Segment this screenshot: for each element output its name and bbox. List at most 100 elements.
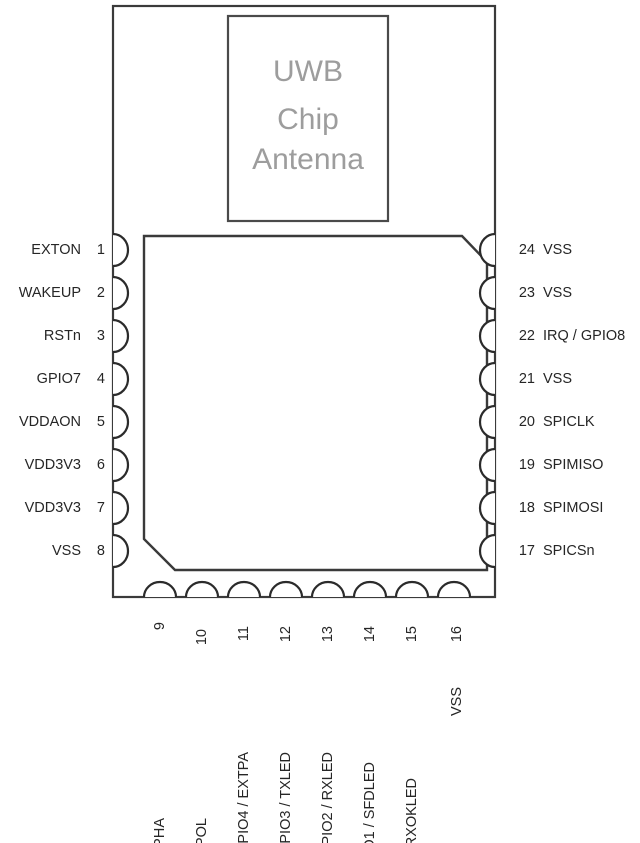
pin-bottom-14[interactable]: 14 GPIO1 / SFDLED (352, 580, 388, 843)
pin-label-16: VSS (449, 687, 465, 716)
pin-right-19[interactable]: 19 SPIMISO (478, 447, 603, 483)
pin-number-12: 12 (278, 626, 294, 642)
pin-number-15: 15 (404, 626, 420, 642)
pin-number-19: 19 (519, 457, 535, 473)
pin-number-1: 1 (97, 242, 105, 258)
pin-pad-17[interactable] (478, 533, 496, 569)
pin-number-7: 7 (97, 500, 105, 516)
pin-label-6: VDD3V3 (25, 457, 81, 473)
pin-label-2: WAKEUP (19, 285, 81, 301)
pins-bottom-group: 9 GPIO6 / EXTRXE / SPIPHA 10 GPIO5 / EXT… (142, 580, 472, 843)
pin-number-5: 5 (97, 414, 105, 430)
pin-pad-23[interactable] (478, 275, 496, 311)
antenna-label-line3: Antenna (252, 143, 364, 176)
pin-left-3[interactable]: RSTn 3 (44, 318, 130, 354)
pin-label-19: SPIMISO (543, 457, 603, 473)
pin-pad-14[interactable] (352, 580, 388, 598)
pin-left-2[interactable]: WAKEUP 2 (19, 275, 130, 311)
pins-right-group: 24 VSS 23 VSS 22 IRQ / GPIO8 21 VSS 20 (478, 232, 625, 569)
pin-pad-2[interactable] (112, 275, 130, 311)
pin-label-5: VDDAON (19, 414, 81, 430)
pin-label-4: GPIO7 (37, 371, 81, 387)
pin-number-11: 11 (236, 626, 252, 641)
pin-label-1: EXTON (31, 242, 81, 258)
pin-label-3: RSTn (44, 328, 81, 344)
pin-number-2: 2 (97, 285, 105, 301)
pin-pad-22[interactable] (478, 318, 496, 354)
die-outline (142, 234, 489, 572)
pin-left-4[interactable]: GPIO7 4 (37, 361, 130, 397)
pins-left-group: EXTON 1 WAKEUP 2 RSTn 3 GPIO7 4 VDDAON (19, 232, 130, 569)
pin-pad-16[interactable] (436, 580, 472, 598)
pin-pad-6[interactable] (112, 447, 130, 483)
pin-number-21: 21 (519, 371, 535, 387)
pin-pad-10[interactable] (184, 580, 220, 598)
pin-bottom-15[interactable]: 15 GPIO0 / RXOKLED (394, 580, 430, 843)
pin-number-9: 9 (152, 622, 168, 630)
pin-pad-18[interactable] (478, 490, 496, 526)
pin-pad-9[interactable] (142, 580, 178, 598)
pin-bottom-10[interactable]: 10 GPIO5 / EXTTXE / SPIPOL (184, 580, 220, 843)
pin-bottom-13[interactable]: 13 GPIO2 / RXLED (310, 580, 346, 843)
pin-label-13: GPIO2 / RXLED (320, 752, 336, 843)
pin-pad-8[interactable] (112, 533, 130, 569)
pin-label-8: VSS (52, 543, 81, 559)
pin-number-14: 14 (362, 626, 378, 642)
pin-pad-12[interactable] (268, 580, 304, 598)
pin-pad-15[interactable] (394, 580, 430, 598)
antenna-label-line1: UWB (273, 55, 343, 88)
pin-number-22: 22 (519, 328, 535, 344)
pin-pad-24[interactable] (478, 232, 496, 268)
antenna-label-line2: Chip (277, 103, 339, 136)
pin-label-11: GPIO4 / EXTPA (236, 752, 252, 843)
pin-left-6[interactable]: VDD3V3 6 (25, 447, 130, 483)
pin-pad-13[interactable] (310, 580, 346, 598)
pin-bottom-12[interactable]: 12 GPIO3 / TXLED (268, 580, 304, 843)
pin-bottom-9[interactable]: 9 GPIO6 / EXTRXE / SPIPHA (142, 580, 178, 843)
pin-number-23: 23 (519, 285, 535, 301)
pin-number-20: 20 (519, 414, 535, 430)
pin-pad-1[interactable] (112, 232, 130, 268)
pin-right-18[interactable]: 18 SPIMOSI (478, 490, 603, 526)
pin-label-20: SPICLK (543, 414, 595, 430)
pin-number-8: 8 (97, 543, 105, 559)
pin-pad-21[interactable] (478, 361, 496, 397)
pin-label-7: VDD3V3 (25, 500, 81, 516)
pin-number-18: 18 (519, 500, 535, 516)
pin-label-10: GPIO5 / EXTTXE / SPIPOL (194, 818, 210, 843)
pin-right-23[interactable]: 23 VSS (478, 275, 572, 311)
pin-right-17[interactable]: 17 SPICSn (478, 533, 595, 569)
pin-left-5[interactable]: VDDAON 5 (19, 404, 130, 440)
pin-label-9: GPIO6 / EXTRXE / SPIPHA (152, 818, 168, 843)
pin-label-12: GPIO3 / TXLED (278, 752, 294, 843)
pin-label-15: GPIO0 / RXOKLED (404, 778, 420, 843)
pin-right-24[interactable]: 24 VSS (478, 232, 572, 268)
pin-label-23: VSS (543, 285, 572, 301)
pin-right-20[interactable]: 20 SPICLK (478, 404, 595, 440)
pin-label-21: VSS (543, 371, 572, 387)
pin-pad-19[interactable] (478, 447, 496, 483)
pin-left-7[interactable]: VDD3V3 7 (25, 490, 130, 526)
pin-pad-5[interactable] (112, 404, 130, 440)
pin-number-4: 4 (97, 371, 105, 387)
pin-number-10: 10 (194, 629, 210, 645)
pin-number-13: 13 (320, 626, 336, 642)
pin-bottom-16[interactable]: 16 VSS (436, 580, 472, 716)
pin-label-18: SPIMOSI (543, 500, 603, 516)
pin-pad-11[interactable] (226, 580, 262, 598)
pin-pad-4[interactable] (112, 361, 130, 397)
pin-right-22[interactable]: 22 IRQ / GPIO8 (478, 318, 625, 354)
pin-left-8[interactable]: VSS 8 (52, 533, 130, 569)
pin-left-1[interactable]: EXTON 1 (31, 232, 130, 268)
pin-pad-7[interactable] (112, 490, 130, 526)
pin-label-24: VSS (543, 242, 572, 258)
pin-right-21[interactable]: 21 VSS (478, 361, 572, 397)
pin-label-14: GPIO1 / SFDLED (362, 762, 378, 843)
pin-number-24: 24 (519, 242, 535, 258)
pin-pad-20[interactable] (478, 404, 496, 440)
pin-pad-3[interactable] (112, 318, 130, 354)
pin-bottom-11[interactable]: 11 GPIO4 / EXTPA (226, 580, 262, 843)
pin-number-3: 3 (97, 328, 105, 344)
pin-label-17: SPICSn (543, 543, 595, 559)
